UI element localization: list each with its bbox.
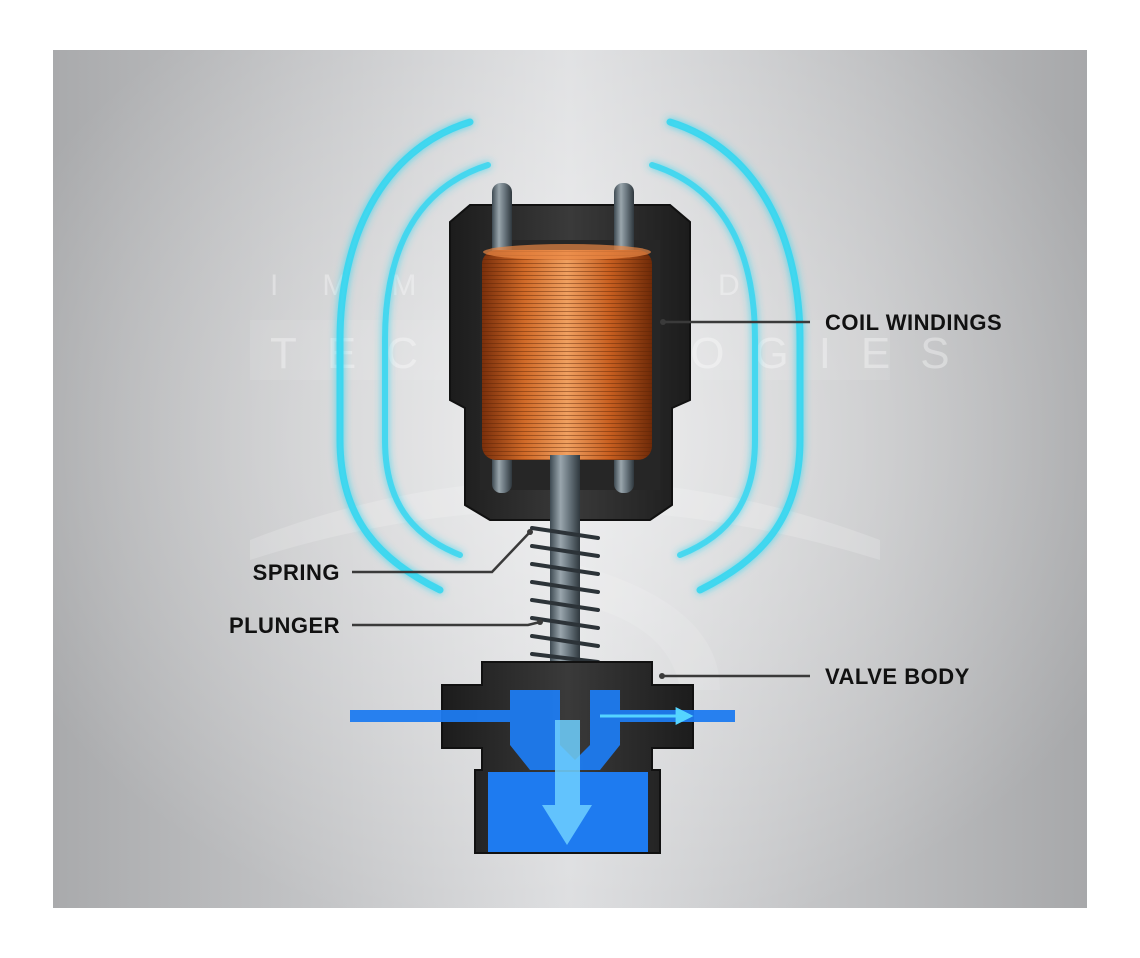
magnetic-field-arcs — [336, 118, 804, 594]
spring — [530, 526, 600, 664]
label-valve-body: VALVE BODY — [825, 664, 970, 689]
plunger — [550, 455, 580, 670]
leader-plunger — [352, 620, 541, 627]
label-spring: SPRING — [253, 560, 340, 585]
label-coil-windings: COIL WINDINGS — [825, 310, 1002, 335]
label-plunger: PLUNGER — [229, 613, 340, 638]
leader-spring — [352, 531, 531, 574]
coil-windings — [482, 244, 652, 460]
fluid-flow — [350, 690, 735, 852]
